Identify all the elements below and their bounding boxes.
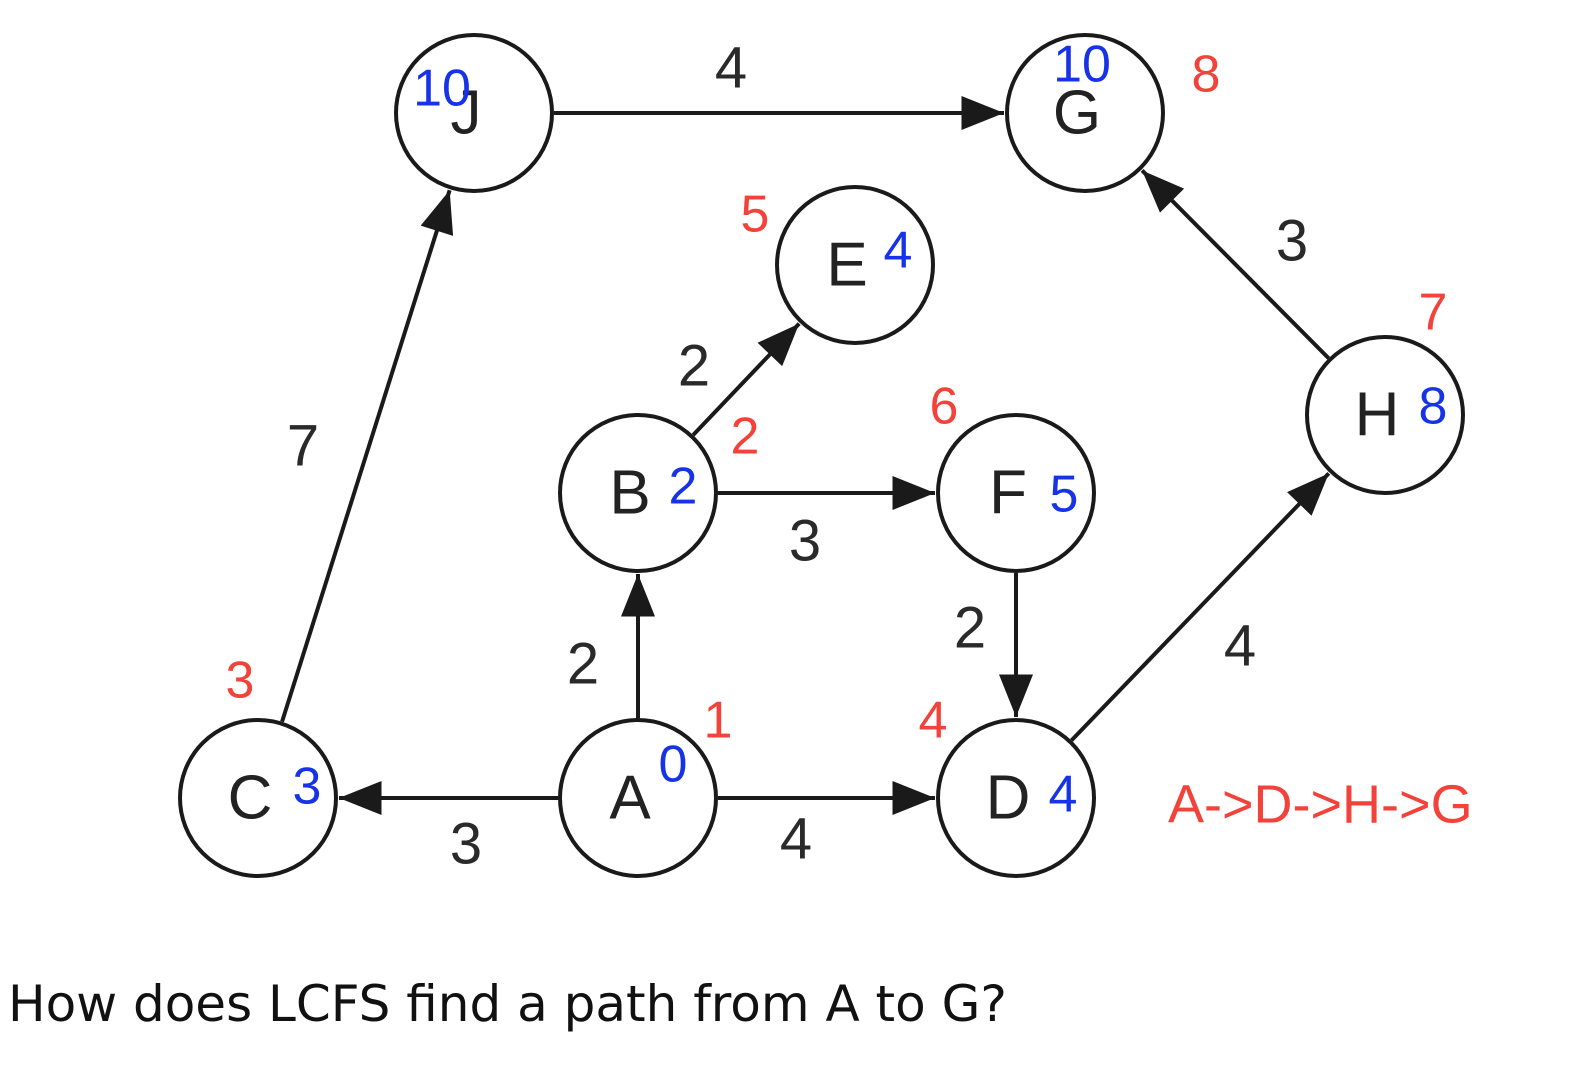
edge-b-to-e (691, 322, 801, 437)
cost-annotation-e: 5 (741, 186, 770, 244)
edge-weight-a-b: 2 (567, 631, 599, 696)
heuristic-annotation-c: 3 (293, 758, 322, 816)
edge-c-to-j (280, 189, 454, 723)
path-answer: A->D->H->G (1168, 774, 1473, 834)
node-c: C (178, 718, 338, 878)
heuristic-annotation-h: 8 (1419, 378, 1448, 436)
heuristic-annotation-d: 4 (1049, 766, 1078, 824)
node-h: H (1305, 335, 1465, 495)
node-label-c: C (228, 763, 273, 832)
node-a: A (558, 718, 718, 878)
edge-weight-h-g: 3 (1276, 208, 1308, 273)
edge-weight-d-h: 4 (1224, 613, 1256, 678)
edge-d-to-h (1070, 471, 1331, 742)
cost-annotation-a: 1 (704, 692, 733, 750)
node-f: F (936, 413, 1096, 573)
node-circle-e (775, 185, 935, 345)
heuristic-annotation-b: 2 (669, 458, 698, 516)
edge-weight-f-d: 2 (954, 595, 986, 660)
node-label-e: E (826, 230, 867, 299)
node-circle-c (178, 718, 338, 878)
node-b: B (558, 413, 718, 573)
heuristic-annotation-f: 5 (1050, 466, 1079, 524)
node-e: E (775, 185, 935, 345)
node-j: J (394, 33, 554, 193)
node-circle-b (558, 413, 718, 573)
cost-annotation-b: 2 (731, 408, 760, 466)
node-label-h: H (1355, 380, 1400, 449)
node-circle-g (1005, 33, 1165, 193)
node-g: G (1005, 33, 1165, 193)
node-circle-f (936, 413, 1096, 573)
node-circle-h (1305, 335, 1465, 495)
edge-weight-a-d: 4 (780, 806, 812, 871)
node-label-a: A (609, 763, 651, 832)
cost-annotation-c: 3 (226, 652, 255, 710)
node-circle-a (558, 718, 718, 878)
edge-weight-j-g: 4 (715, 35, 747, 100)
edge-weight-a-c: 3 (450, 811, 482, 876)
cost-annotation-g: 8 (1192, 46, 1221, 104)
node-d: D (936, 718, 1096, 878)
heuristic-annotation-j: 10 (413, 60, 471, 118)
nodes-layer: J G E H B F C A D (178, 33, 1465, 878)
heuristic-annotation-g: 10 (1053, 36, 1111, 94)
node-label-d: D (986, 763, 1031, 832)
heuristic-annotation-e: 4 (884, 222, 913, 280)
edge-weight-b-f: 3 (789, 508, 821, 573)
cost-annotation-f: 6 (930, 378, 959, 436)
question-text: How does LCFS find a path from A to G? (8, 975, 1007, 1033)
node-circle-j (394, 33, 554, 193)
cost-annotation-d: 4 (919, 692, 948, 750)
cost-annotation-h: 7 (1419, 284, 1448, 342)
node-label-b: B (609, 458, 650, 527)
edge-weight-b-e: 2 (678, 333, 710, 398)
node-label-f: F (989, 458, 1027, 527)
edge-weight-c-j: 7 (287, 413, 319, 478)
edge-h-to-g (1140, 169, 1331, 360)
node-circle-d (936, 718, 1096, 878)
heuristic-annotation-a: 0 (659, 736, 688, 794)
node-label-g: G (1053, 78, 1101, 147)
node-label-j: J (451, 78, 482, 147)
